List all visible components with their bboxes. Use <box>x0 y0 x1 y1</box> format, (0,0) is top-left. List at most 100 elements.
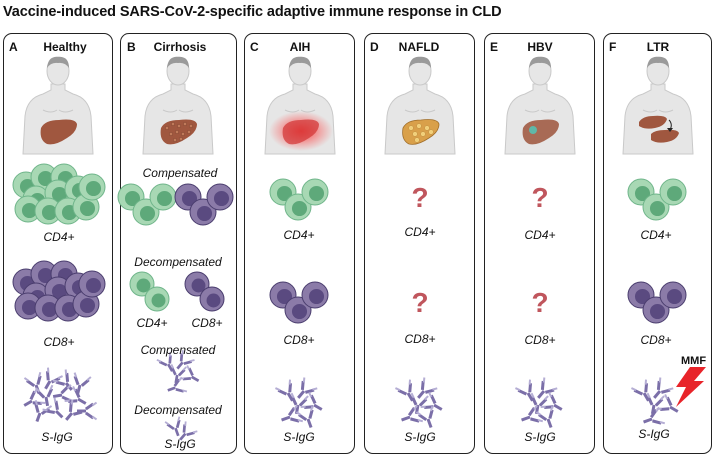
torso-healthy-icon <box>22 56 94 155</box>
cd4-cells-aih-icon <box>269 178 329 221</box>
antibody <box>415 405 434 428</box>
antibodies-aih-icon <box>274 377 323 428</box>
antibody <box>653 377 674 399</box>
cd4-cells-healthy-icon <box>12 163 106 225</box>
cd4-cells-comp-icon <box>117 183 177 226</box>
cd4-cell <box>129 271 155 297</box>
label-cd8-hbv: CD8+ <box>524 333 556 347</box>
antibody <box>23 387 46 407</box>
antibodies-healthy-icon <box>23 367 98 422</box>
panel-letter-a: A <box>9 40 18 54</box>
cd4-cells-ltr-icon <box>627 178 687 221</box>
unknown-cd4-hbv: ? <box>531 182 549 213</box>
torso-aih-icon <box>264 56 336 155</box>
cd8-cells-decomp-icon <box>184 271 225 312</box>
cd4-cell <box>78 173 106 201</box>
label-cd4-healthy: CD4+ <box>43 230 75 244</box>
cd4-cell <box>301 178 329 206</box>
label-cd4-ltr: CD4+ <box>640 228 672 242</box>
antibody <box>295 405 314 428</box>
cd4-cell <box>144 286 170 312</box>
antibody <box>537 377 558 399</box>
antibody <box>514 379 534 402</box>
antibody <box>630 379 650 402</box>
panel-letter-b: B <box>127 40 136 54</box>
cd4-cell <box>132 198 160 226</box>
torso-cirrhosis-icon <box>142 56 214 155</box>
cd8-cell <box>78 270 106 298</box>
antibody <box>42 397 64 419</box>
label-sigg-nafld: S-IgG <box>404 430 436 444</box>
antibody <box>420 391 443 411</box>
antibody <box>179 365 200 383</box>
label-sigg-healthy: S-IgG <box>41 430 73 444</box>
antibody <box>646 392 665 415</box>
cd8-cell <box>189 198 217 226</box>
label-mmf: MMF <box>681 355 707 367</box>
antibody <box>297 377 318 399</box>
panel-title-healthy: Healthy <box>43 40 87 54</box>
label-decompensated-2: Decompensated <box>134 403 222 417</box>
panel-letter-f: F <box>609 40 617 54</box>
antibody <box>77 401 98 421</box>
panel-title-aih: AIH <box>289 40 311 54</box>
label-compensated-2: Compensated <box>140 343 216 357</box>
antibodies-hbv-icon <box>514 377 563 428</box>
unknown-cd4-nafld: ? <box>411 182 429 213</box>
antibody <box>34 399 53 422</box>
label-cd8-aih: CD8+ <box>283 333 315 347</box>
cd8-cell <box>659 281 687 309</box>
label-sigg-cirrhosis: S-IgG <box>164 437 196 451</box>
cd8-cell <box>206 183 234 211</box>
panel-title-cirrhosis: Cirrhosis <box>153 40 207 54</box>
label-sigg-ltr: S-IgG <box>638 427 670 441</box>
label-cd8-healthy: CD8+ <box>43 335 75 349</box>
cd8-cells-healthy-icon <box>12 260 106 322</box>
antibody <box>290 392 309 415</box>
antibody <box>176 350 195 370</box>
cd8-cell <box>199 286 225 312</box>
antibody <box>64 385 87 405</box>
cd8-cells-aih-icon <box>269 281 329 324</box>
panel-title-ltr: LTR <box>646 40 670 54</box>
cd8-cell <box>642 296 670 324</box>
label-cd4-nafld: CD4+ <box>404 225 436 239</box>
antibody <box>170 363 187 384</box>
label-compensated-1: Compensated <box>142 166 218 180</box>
cd8-cell <box>301 281 329 309</box>
antibody <box>73 372 92 395</box>
panel-letter-d: D <box>370 40 379 54</box>
antibody <box>401 404 424 423</box>
antibodies-decomp-icon <box>164 416 198 441</box>
label-cd4-cirrhosis: CD4+ <box>136 316 168 330</box>
antibody <box>274 379 294 402</box>
label-sigg-hbv: S-IgG <box>524 430 556 444</box>
antibody <box>52 369 73 391</box>
cd4-cell <box>34 197 62 225</box>
cd4-cell <box>149 183 177 211</box>
panel-letter-e: E <box>490 40 499 54</box>
unknown-cd8-nafld: ? <box>411 287 429 318</box>
cd4-cells-decomp-icon <box>129 271 170 312</box>
panel-title-hbv: HBV <box>527 40 553 54</box>
cd8-cell <box>14 292 42 320</box>
label-cd8-ltr: CD8+ <box>640 333 672 347</box>
antibody <box>35 384 54 407</box>
antibody <box>521 404 544 423</box>
figure-title: Vaccine-induced SARS-CoV-2-specific adap… <box>3 4 502 20</box>
torso-ltr-icon <box>622 56 694 155</box>
antibody <box>167 376 188 393</box>
cd8-cell <box>284 296 312 324</box>
label-sigg-aih: S-IgG <box>283 430 315 444</box>
label-decompensated-1: Decompensated <box>134 255 222 269</box>
panel-title-nafld: NAFLD <box>398 40 440 54</box>
panel-letter-c: C <box>250 40 259 54</box>
label-cd8-nafld: CD8+ <box>404 332 436 346</box>
antibody <box>643 406 666 425</box>
label-cd4-aih: CD4+ <box>283 228 315 242</box>
antibody <box>530 392 549 415</box>
antibody <box>417 377 438 399</box>
cd8-cell <box>72 290 100 318</box>
antibody <box>281 404 304 423</box>
antibody <box>300 391 323 411</box>
